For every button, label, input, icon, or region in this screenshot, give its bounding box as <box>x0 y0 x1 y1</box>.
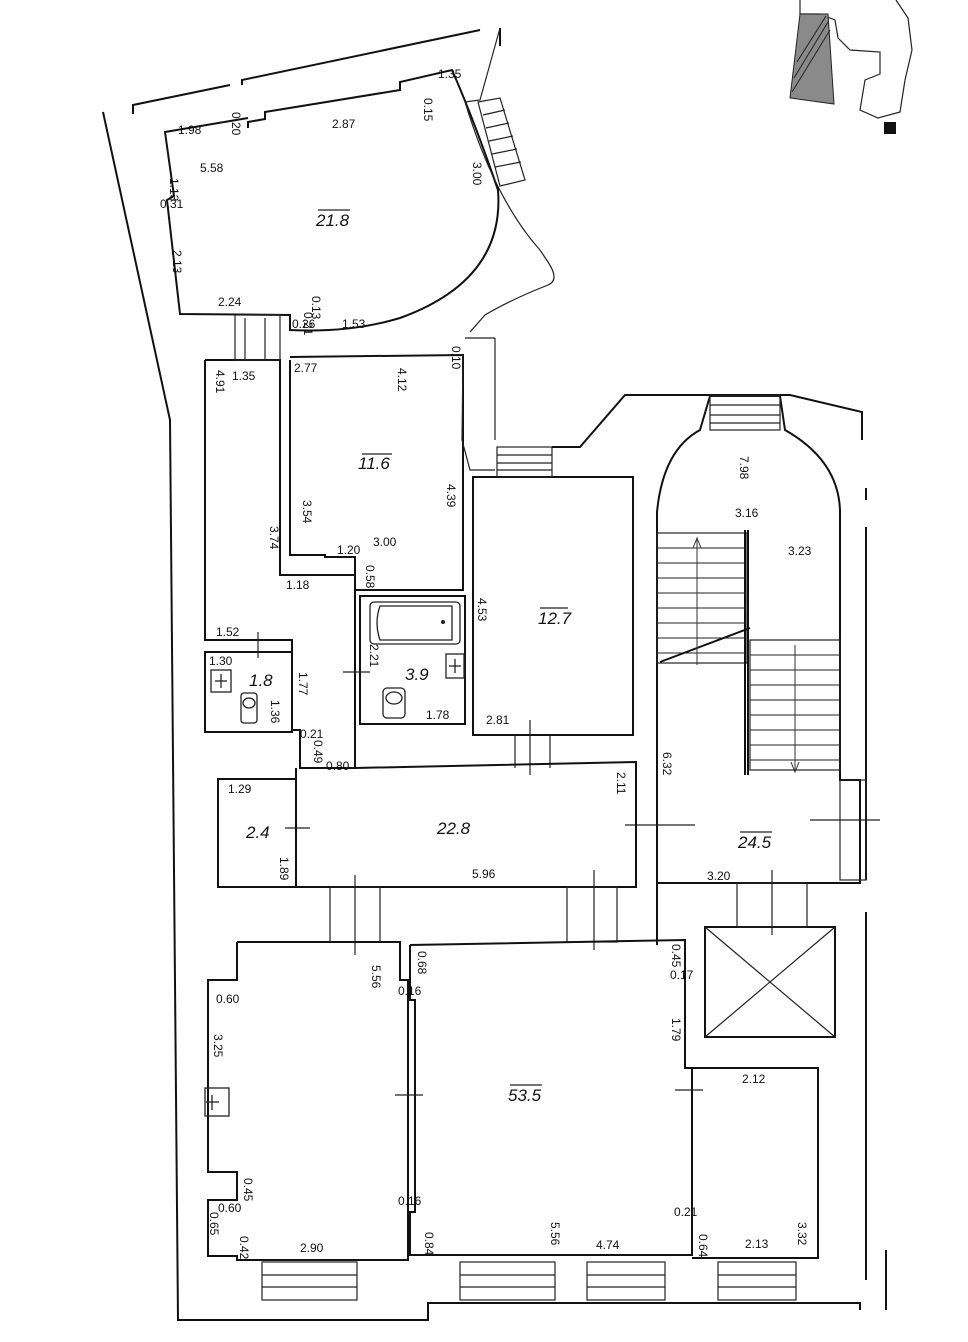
dim-label: 3.20 <box>707 869 731 883</box>
dim-label: 0.31 <box>160 197 184 211</box>
dim-label: 3.54 <box>300 500 314 524</box>
dim-label: 4.91 <box>213 370 227 394</box>
area-label-53-5: 53.5 <box>508 1086 542 1105</box>
dim-label: 4.74 <box>596 1238 620 1252</box>
area-label-1-8: 1.8 <box>249 671 273 690</box>
dim-label: 2.11 <box>614 772 628 795</box>
dim-label: 5.96 <box>472 867 496 881</box>
dim-label: 1.35 <box>438 67 462 81</box>
location-thumbnail <box>789 0 913 134</box>
dim-label: 0.10 <box>449 346 463 370</box>
dim-label: 1.79 <box>669 1018 683 1042</box>
dim-label: 0.20 <box>229 112 243 136</box>
dim-label: 5.58 <box>200 161 224 175</box>
area-labels: 21.8 11.6 12.7 1.8 3.9 2.4 22.8 24.5 53.… <box>245 209 772 1105</box>
dim-label: 0.45 <box>241 1178 255 1202</box>
stair-treads <box>657 547 840 761</box>
dim-label: 0.21 <box>301 312 315 336</box>
dimension-labels: 1.35 0.15 1.98 0.20 2.87 1.13 5.58 3.00 … <box>160 67 812 1260</box>
dim-label: 0.16 <box>398 984 422 998</box>
dim-label: 0.45 <box>669 944 683 968</box>
dim-label: 3.32 <box>795 1222 809 1246</box>
dim-label: 1.53 <box>342 317 366 331</box>
room-outline-11-6 <box>289 337 496 591</box>
left-corridor-walls <box>204 314 356 769</box>
dim-label: 2.13 <box>745 1237 769 1251</box>
dim-label: 6.32 <box>660 752 674 776</box>
dim-label: 1.30 <box>209 654 233 668</box>
dim-label: 1.98 <box>178 123 202 137</box>
room-outline-53-5 <box>204 938 819 1261</box>
dim-label: 0.68 <box>415 951 429 975</box>
room-outline-21-8 <box>163 27 555 333</box>
dim-label: 2.24 <box>218 295 242 309</box>
dim-label: 3.74 <box>267 526 281 550</box>
room-outline-1-8 <box>204 632 293 733</box>
dim-label: 1.13 <box>167 178 181 202</box>
bottom-windows <box>261 1261 797 1301</box>
lift-shaft <box>656 870 836 1038</box>
dim-label: 0.21 <box>300 727 324 741</box>
dim-label: 2.90 <box>300 1241 324 1255</box>
dim-label: 2.21 <box>367 644 381 668</box>
area-label-11-6: 11.6 <box>358 454 390 473</box>
dim-label: 0.58 <box>363 565 377 589</box>
dim-label: 1.78 <box>426 708 450 722</box>
area-label-12-7: 12.7 <box>538 609 572 628</box>
dim-label: 3.16 <box>735 506 759 520</box>
room-outline-22-8 <box>295 760 637 955</box>
dim-label: 2.81 <box>486 713 510 727</box>
room-outline-24-5 <box>625 395 880 884</box>
dim-label: 0.65 <box>207 1212 221 1236</box>
outer-walls <box>102 28 887 1321</box>
dim-label: 0.42 <box>237 1236 251 1260</box>
dim-label: 1.29 <box>228 782 252 796</box>
dim-label: 0.80 <box>326 759 350 773</box>
dim-label: 1.35 <box>232 369 256 383</box>
area-label-2-4: 2.4 <box>245 823 270 842</box>
dim-label: 0.60 <box>216 992 240 1006</box>
dim-label: 3.23 <box>788 544 812 558</box>
dim-label: 4.53 <box>475 598 489 622</box>
dim-label: 1.20 <box>337 543 361 557</box>
dim-label: 5.56 <box>548 1222 562 1246</box>
dim-label: 5.56 <box>369 965 383 989</box>
dim-label: 0.84 <box>422 1232 436 1256</box>
dim-label: 0.15 <box>421 98 435 122</box>
dim-label: 1.52 <box>216 625 240 639</box>
dim-label: 0.21 <box>674 1205 698 1219</box>
dim-label: 3.25 <box>211 1034 225 1058</box>
room-outline-12-7 <box>472 394 863 775</box>
dim-label: 7.98 <box>737 456 751 480</box>
dim-label: 0.60 <box>218 1201 242 1215</box>
dim-label: 1.36 <box>268 700 282 724</box>
dim-label: 2.12 <box>742 1072 766 1086</box>
dim-label: 0.64 <box>696 1234 710 1258</box>
dim-label: 0.13 <box>309 296 323 320</box>
area-label-22-8: 22.8 <box>436 819 471 838</box>
dim-label: 4.39 <box>444 484 458 508</box>
dim-label: 4.12 <box>395 368 409 392</box>
dim-label: 0.16 <box>398 1194 422 1208</box>
dim-label: 2.13 <box>170 250 184 274</box>
dim-label: 3.00 <box>373 535 397 549</box>
dim-label: 2.77 <box>294 361 318 375</box>
dim-label: 0.26 <box>292 317 316 331</box>
dim-label: 2.87 <box>332 117 356 131</box>
area-label-24-5: 24.5 <box>737 833 772 852</box>
area-label-21-8: 21.8 <box>315 211 350 230</box>
area-label-3-9: 3.9 <box>405 665 429 684</box>
dim-label: 1.18 <box>286 578 310 592</box>
dim-label: 0.17 <box>670 968 694 982</box>
dim-label: 1.77 <box>296 672 310 696</box>
dim-label: 3.00 <box>470 162 484 186</box>
dim-label: 1.89 <box>277 857 291 881</box>
room-outline-3-9 <box>343 595 466 725</box>
dim-label: 0.49 <box>311 740 325 764</box>
